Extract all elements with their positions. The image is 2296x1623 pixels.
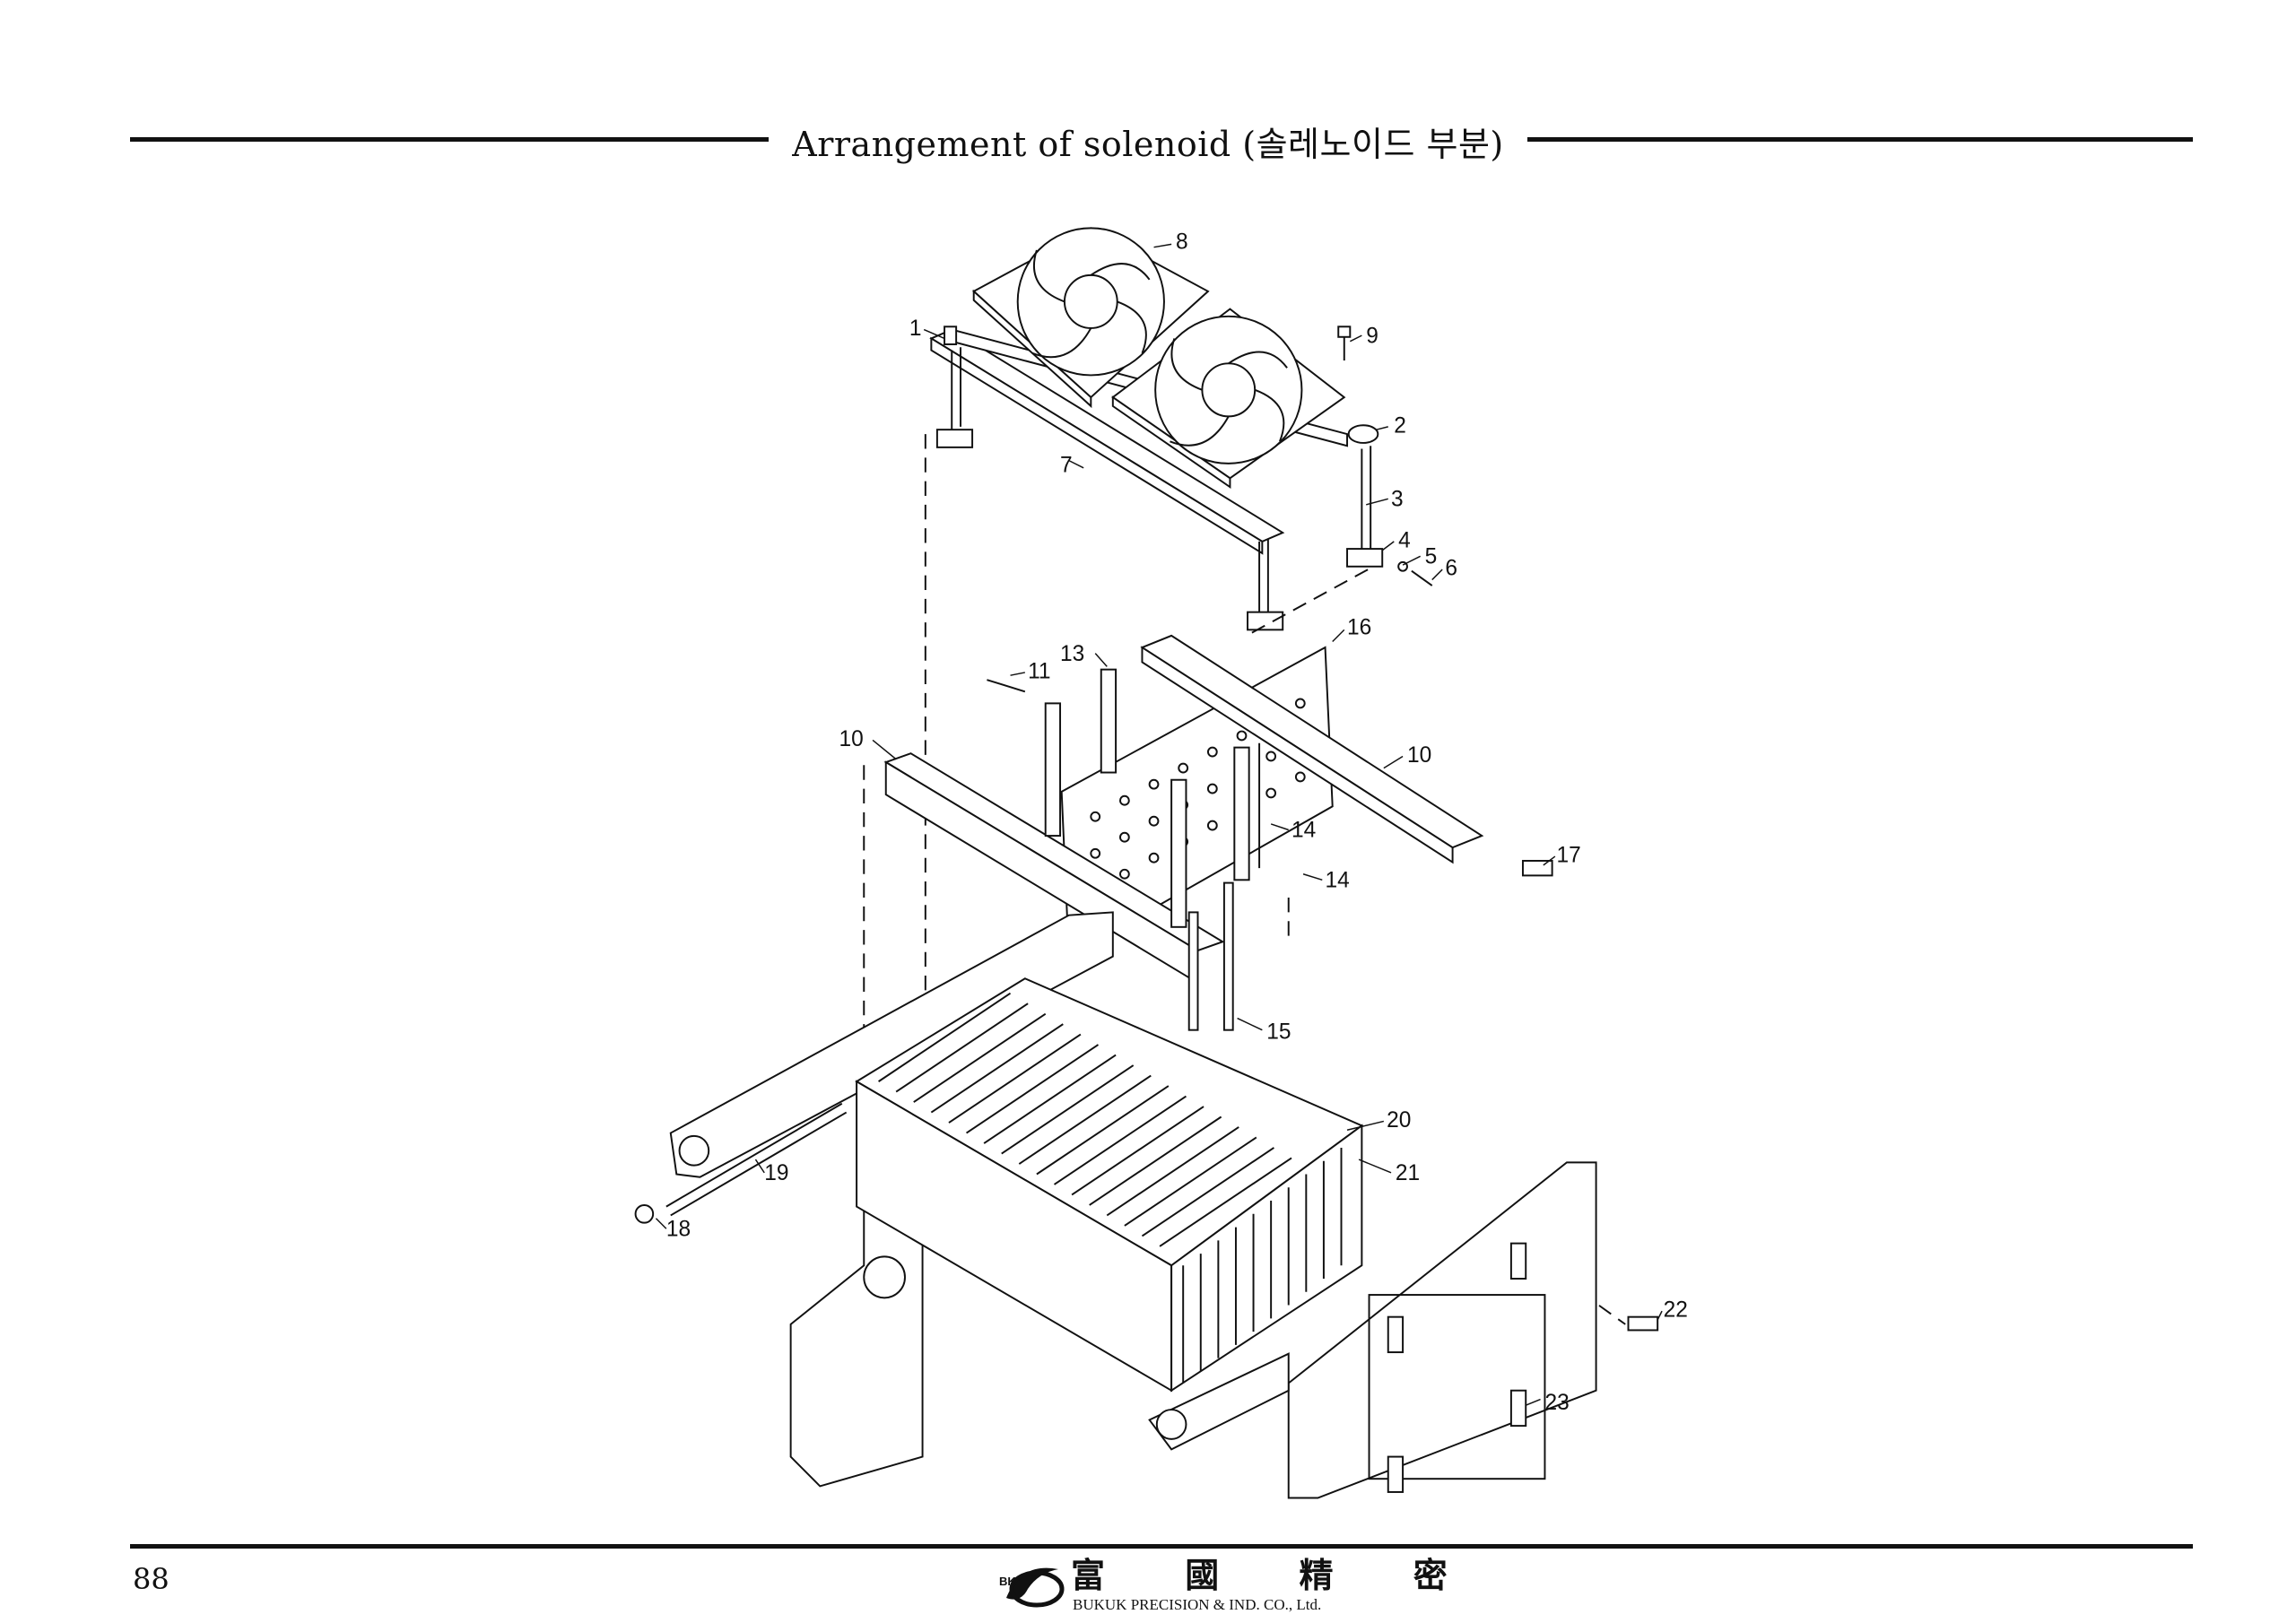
callout-23: 23 <box>1544 1391 1569 1415</box>
logo-mark: BK <box>999 1575 1016 1588</box>
callout-5: 5 <box>1425 544 1438 568</box>
callout-4: 4 <box>1398 528 1411 552</box>
footer-rule <box>130 1544 2193 1549</box>
solenoid-stack <box>634 992 1659 1493</box>
callout-10-right: 10 <box>1407 743 1431 768</box>
callout-11: 11 <box>1028 659 1050 683</box>
callout-2: 2 <box>1394 413 1406 438</box>
callout-7: 7 <box>1060 454 1073 478</box>
callout-1: 1 <box>909 317 922 341</box>
callout-3: 3 <box>1391 487 1404 511</box>
callout-21: 21 <box>1396 1161 1420 1185</box>
header-rule-left <box>130 137 798 142</box>
page-number: 88 <box>133 1562 170 1596</box>
company-logo: BK 富 國 精 密 BUKUK PRECISION & IND. CO., L… <box>994 1553 1448 1619</box>
callout-14-lower: 14 <box>1326 868 1350 892</box>
callout-14-upper: 14 <box>1292 819 1316 843</box>
callout-13: 13 <box>1060 642 1084 666</box>
company-name-cjk: 富 國 精 密 <box>1071 1555 1482 1595</box>
fan-2 <box>1111 308 1346 490</box>
callout-9: 9 <box>1366 324 1378 348</box>
callout-16: 16 <box>1347 615 1371 639</box>
lower-frame <box>669 911 1597 1499</box>
fan-1 <box>972 227 1210 409</box>
page-title-text: Arrangement of solenoid (솔레노이드 부분) <box>769 125 1527 164</box>
callout-labels: 1 2 3 4 5 6 7 8 9 10 10 11 13 14 14 15 1… <box>666 230 1688 1415</box>
header-rule-right <box>1525 137 2193 142</box>
callout-17: 17 <box>1557 844 1581 868</box>
callout-6: 6 <box>1445 557 1457 581</box>
callout-22: 22 <box>1664 1298 1688 1323</box>
page-title: Arrangement of solenoid (솔레노이드 부분) <box>0 117 2296 166</box>
callout-20: 20 <box>1387 1108 1411 1133</box>
callout-18: 18 <box>666 1217 691 1241</box>
solenoid-bracket <box>883 634 1553 1031</box>
callout-19: 19 <box>764 1161 788 1185</box>
bk-swoosh-icon <box>1006 1567 1065 1608</box>
leader-lines <box>655 243 1663 1406</box>
company-name-english: BUKUK PRECISION & IND. CO., Ltd. <box>1073 1596 1322 1613</box>
callout-8: 8 <box>1176 230 1188 254</box>
callout-10-left: 10 <box>839 727 864 751</box>
callout-15: 15 <box>1266 1020 1291 1044</box>
fan-assembly <box>929 227 1433 631</box>
